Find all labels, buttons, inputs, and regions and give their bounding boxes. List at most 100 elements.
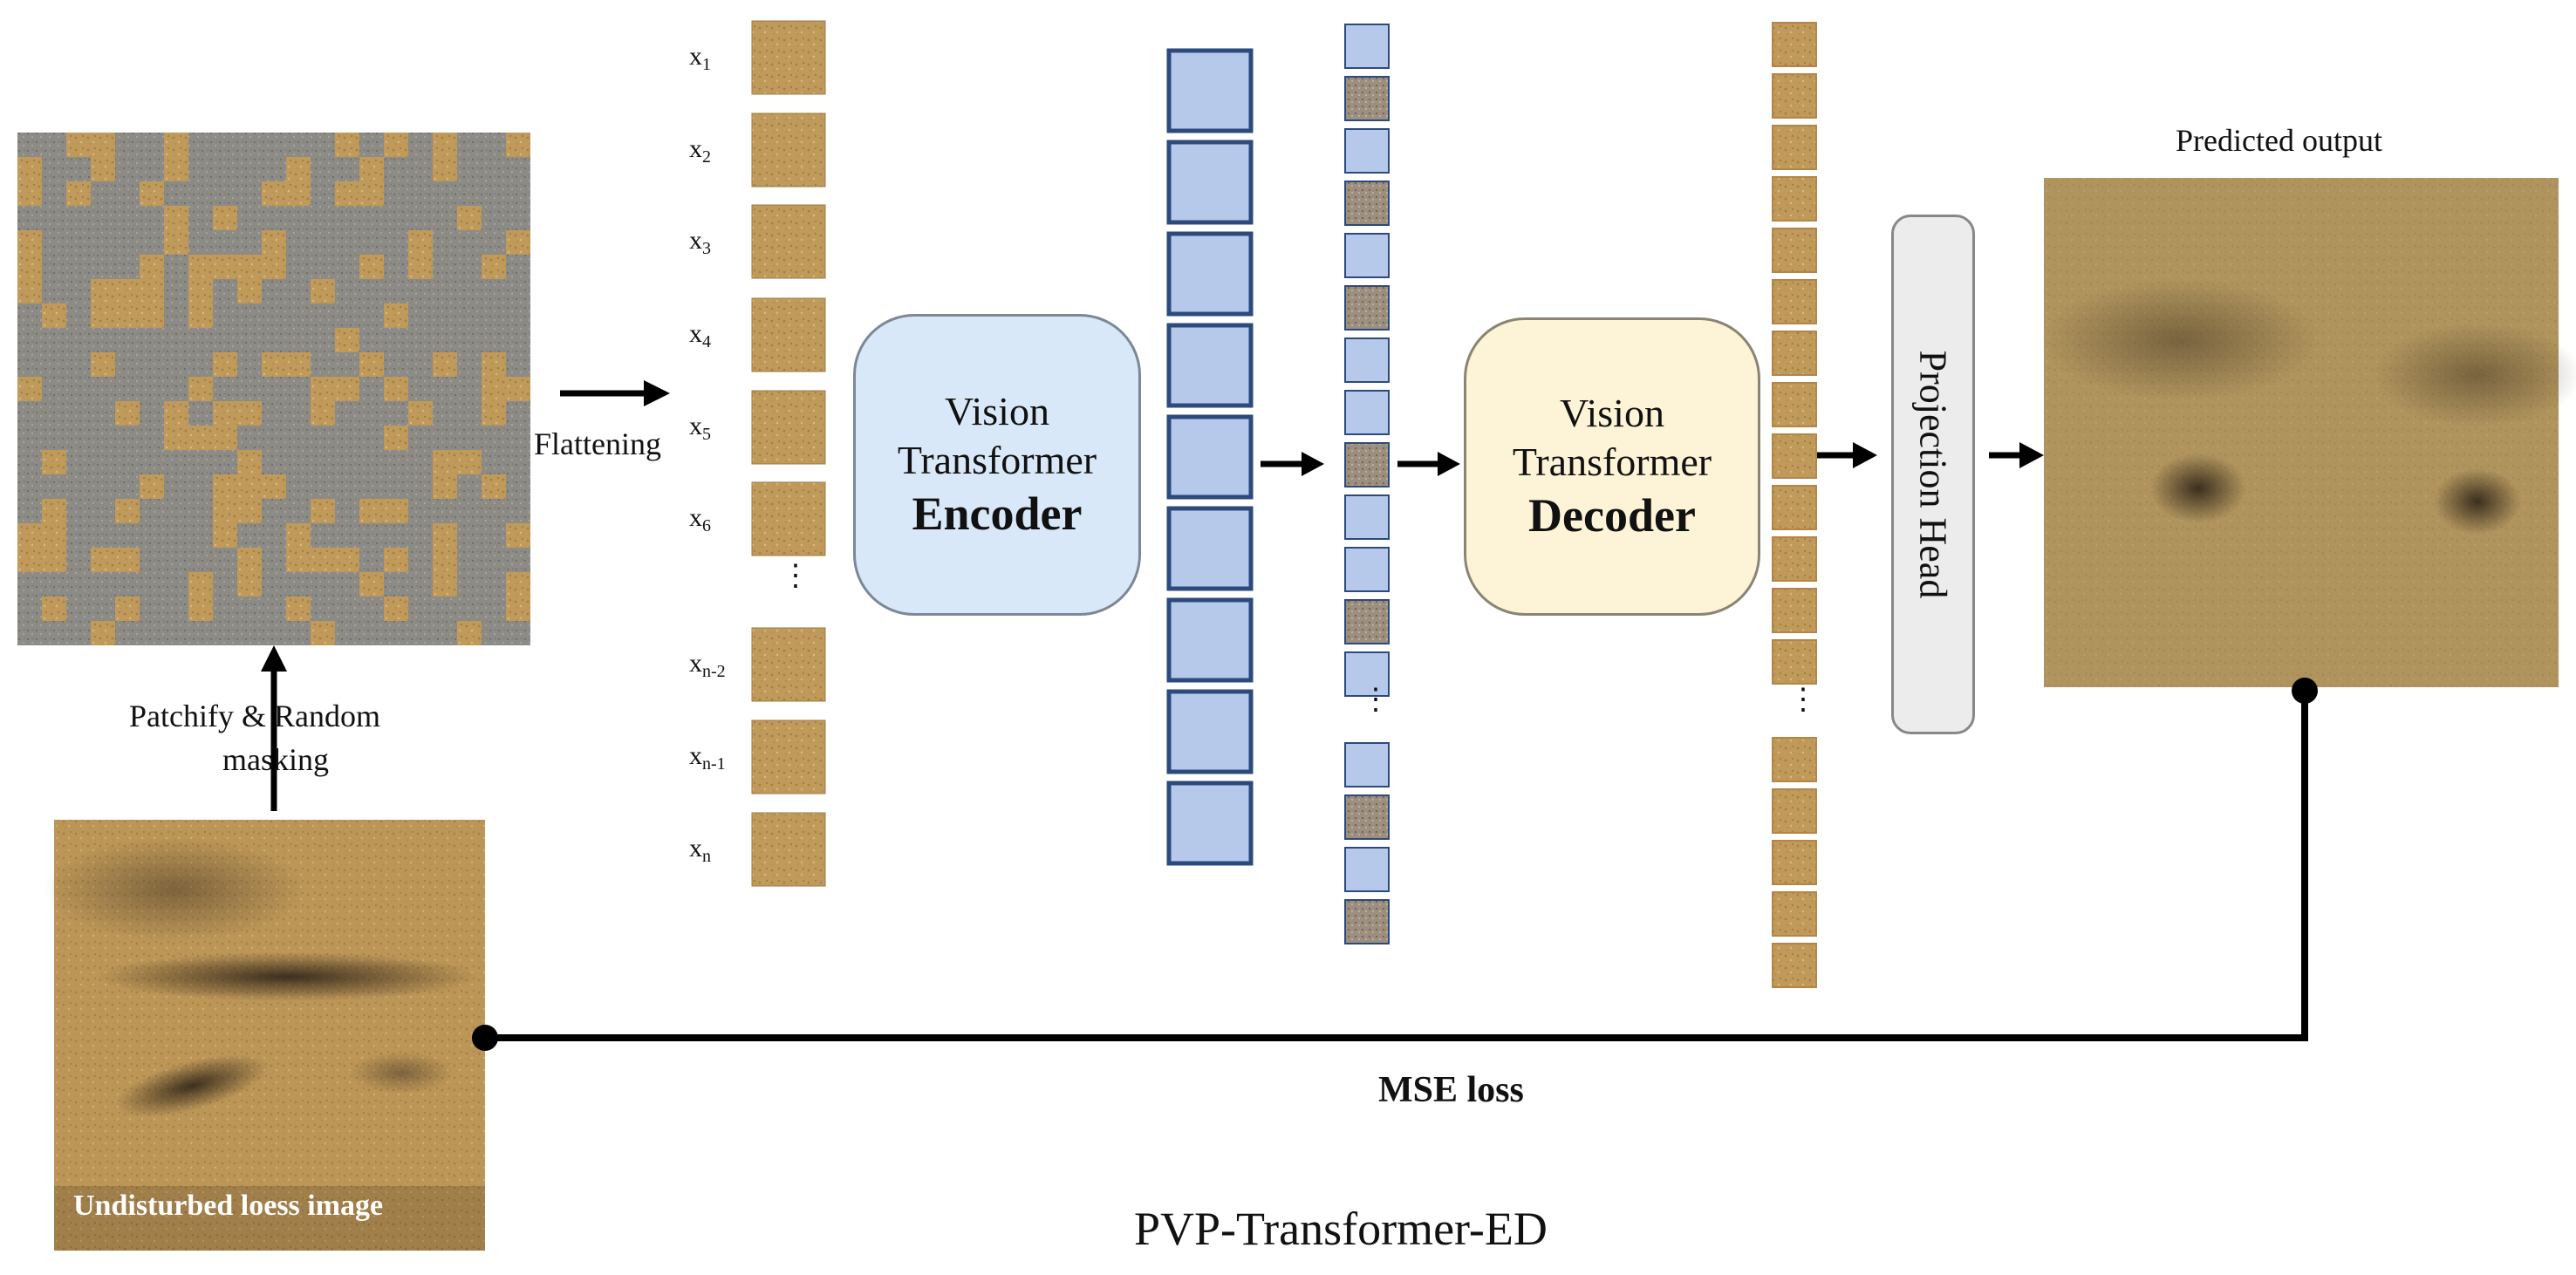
visible-patch [42,303,66,328]
random-word: Random [274,699,380,733]
patch-label-base: x [689,42,702,71]
mask-token [1344,442,1390,488]
visible-patch [42,597,66,621]
visible-patch [384,548,408,572]
patch-tile [751,20,826,95]
patch-label: xn [689,834,711,867]
patch-tile [751,390,826,465]
visible-patch [42,523,66,548]
mask-token [1344,285,1390,331]
masked-image [17,133,530,645]
token-ellipsis: ⋮ [1361,684,1390,716]
visible-patch [384,303,408,328]
patchify-word: Patchify [129,699,234,733]
visible-patch [42,499,66,523]
visible-patch [433,548,457,572]
projection-head-box: Projection Head [1891,215,1975,734]
encoder-token [1166,506,1254,591]
visible-patch [164,230,188,255]
visible-patch [188,279,213,303]
patch-label-subscript: 1 [702,55,711,74]
visible-patch [262,181,286,206]
visible-patch [140,303,164,328]
visible-patch [359,499,384,523]
visible-patch [188,377,213,401]
reconstructed-patch [1772,588,1817,633]
visible-patch [482,352,506,377]
mask-token [1344,899,1390,944]
visible-patch [433,133,457,157]
encoder-token [1166,140,1254,225]
predicted-image-shadow [2041,279,2320,401]
visible-patch [433,352,457,377]
patchify-ampersand: & [241,699,266,733]
visible-patch [506,377,530,401]
patch-label-base: x [689,503,702,532]
original-image [44,820,485,1251]
decoder-line3: Decoder [1528,489,1696,542]
original-image-pore [115,1054,269,1117]
reconstructed-patch [1772,433,1817,479]
visible-patch [17,548,42,572]
visible-patch [91,548,115,572]
decoder-line1: Vision [1560,391,1664,435]
patch-label: x3 [689,226,711,259]
model-name-title: PVP-Transformer-ED [1134,1203,1548,1255]
visible-patch [237,474,262,499]
visible-patch [237,450,262,474]
patch-tile [751,719,826,794]
reconstructed-patch [1772,639,1817,685]
encoder-line3: Encoder [912,488,1083,540]
predicted-image-pore-right [2434,468,2521,535]
visible-patch [164,426,188,450]
patch-label: x6 [689,503,711,536]
patch-label-subscript: 2 [702,147,711,167]
arrows [270,390,2024,811]
visible-patch [140,474,164,499]
visible-patch [115,597,140,621]
visible-patch [311,548,335,572]
visible-patch [213,499,237,523]
visible-patch [311,499,335,523]
visible-patch [115,279,140,303]
visible-patch [262,230,286,255]
visible-patch [359,157,384,181]
flatten-arrowhead [644,380,670,406]
patch-tile [751,481,826,556]
patch-label: xn-1 [689,741,726,774]
visible-patch [335,377,359,401]
visible-token [1344,390,1390,435]
tokens-to-decoder-arrowhead [1438,452,1460,476]
patchify-label: Patchify & Random [129,698,380,734]
visible-patch [335,328,359,352]
visible-token [1344,742,1390,788]
visible-patch [115,499,140,523]
reconstructed-patch [1772,228,1817,273]
visible-patch [433,157,457,181]
visible-patch [433,450,457,474]
mixed-tokens [1344,24,1390,944]
decoder-output-patches [1772,22,1817,988]
visible-patch [286,181,311,206]
visible-patch [433,474,457,499]
patch-label-subscript: n-1 [702,754,726,774]
visible-token [1344,338,1390,383]
visible-patch [408,255,433,279]
visible-patch [213,426,237,450]
patch-label: xn-2 [689,649,726,682]
visible-patch [188,426,213,450]
patch-label: x5 [689,412,711,445]
visible-patch [237,255,262,279]
visible-patch [213,401,237,426]
visible-patch [335,548,359,572]
visible-patch [506,523,530,548]
predicted-image [2041,178,2576,687]
decoder-output-ellipsis: ⋮ [1788,684,1818,716]
patch-label: x1 [689,42,711,75]
visible-patch [262,474,286,499]
visible-patch [17,523,42,548]
visible-patch [457,450,482,474]
decoder-to-head-arrowhead [1853,442,1877,468]
caption-shade [54,1186,485,1251]
visible-token [1344,233,1390,278]
